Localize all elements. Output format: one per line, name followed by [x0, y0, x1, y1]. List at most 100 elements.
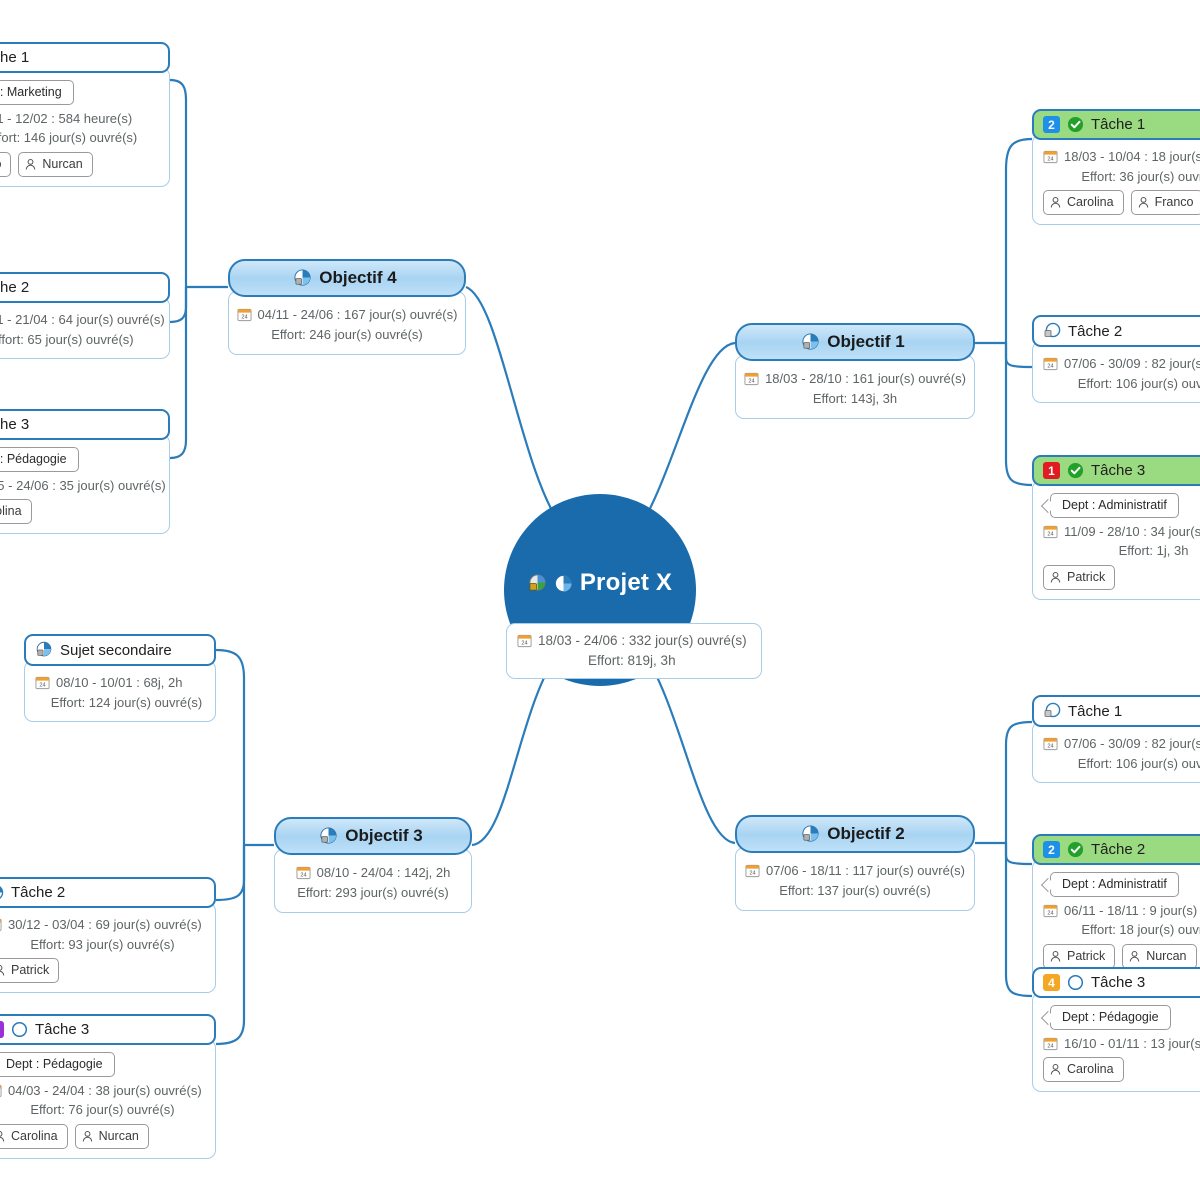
node-o3-tache-2[interactable]: Tâche 2 24 30/12 - 03/04 : 69 jour(s) ou… [0, 877, 216, 993]
assignee-chip[interactable]: Nurcan [18, 151, 93, 177]
o3-tache-2-header[interactable]: Tâche 2 [0, 877, 216, 908]
assignee-chip[interactable]: Patrick [0, 958, 60, 983]
objectif-4-header[interactable]: Objectif 4 [228, 259, 466, 297]
assignee-chip[interactable]: Patrick [1043, 564, 1116, 590]
assignee-chip[interactable]: Patrick [1043, 943, 1116, 969]
calendar-icon: 24 [1043, 903, 1058, 918]
priority-badge: 2 [1043, 116, 1060, 133]
objectif-2-label: Objectif 2 [827, 824, 905, 843]
check-done-icon [1067, 116, 1084, 133]
o4-tache-1-assignees: Gino Nurcan [0, 151, 158, 177]
o2-tache-3-dept: Dept : Pédagogie [1050, 1005, 1171, 1030]
objectif-3-body: 24 08/10 - 24/04 : 142j, 2h Effort: 293 … [274, 849, 472, 913]
o4-tache-3-date-row: 24 15/05 - 24/06 : 35 jour(s) ouvré(s) [0, 476, 166, 496]
node-o4-tache-2[interactable]: Tâche 2 24 04/11 - 21/04 : 64 jour(s) ou… [0, 272, 170, 359]
o2-tache-2-header[interactable]: 2 Tâche 2 [1032, 834, 1200, 865]
objectif-1-effort: Effort: 143j, 3h [812, 390, 898, 406]
assignee-chip[interactable]: Carolina [1043, 190, 1124, 215]
assignee-chip[interactable]: Nurcan [1122, 943, 1197, 969]
node-o2-tache-2[interactable]: 2 Tâche 2 Dept : Administratif 24 06/11 … [1032, 834, 1200, 979]
assignee-chip[interactable]: Carolina [1043, 1057, 1124, 1082]
o4-tache-3-dates: 15/05 - 24/06 : 35 jour(s) ouvré(s) [0, 477, 166, 493]
pie-lock-icon [319, 826, 338, 846]
node-o3-sujet-secondaire[interactable]: Sujet secondaire 24 08/10 - 10/01 : 68j,… [24, 634, 216, 722]
assignee-chip[interactable]: Nurcan [74, 1123, 149, 1149]
circle-open-icon [11, 1021, 28, 1038]
o2-tache-1-body: 24 07/06 - 30/09 : 82 jour(s) Effort: 10… [1032, 721, 1200, 783]
o4-tache-1-dates: 04/11 - 12/02 : 584 heure(s) [0, 110, 133, 126]
objectif-4-effort: Effort: 246 jour(s) ouvré(s) [271, 326, 423, 342]
pie-lock-icon [293, 268, 312, 288]
node-o1-tache-1[interactable]: 2 Tâche 1 24 18/03 - 10/04 : 18 jour(s) … [1032, 109, 1200, 225]
assignee-name: Nurcan [98, 1128, 139, 1143]
node-o4-tache-3[interactable]: Tâche 3 Dept : Pédagogie 24 15/05 - 24/0… [0, 409, 170, 534]
svg-text:24: 24 [748, 379, 754, 385]
o1-tache-1-label: Tâche 1 [1091, 116, 1146, 133]
node-o1-tache-3[interactable]: 1 Tâche 3 Dept : Administratif 24 11/09 … [1032, 455, 1200, 600]
priority-badge: 5 [0, 1021, 4, 1038]
o4-tache-3-dept: Dept : Pédagogie [0, 447, 79, 472]
objectif-1-header[interactable]: Objectif 1 [735, 323, 975, 361]
calendar-icon: 24 [35, 675, 50, 690]
o2-tache-2-dept: Dept : Administratif [1050, 872, 1179, 897]
node-objectif-3[interactable]: Objectif 3 24 08/10 - 24/04 : 142j, 2h E… [274, 817, 472, 913]
assignee-name: Patrick [1067, 569, 1106, 584]
node-objectif-2[interactable]: Objectif 2 24 07/06 - 18/11 : 117 jour(s… [735, 815, 975, 911]
central-dates: 18/03 - 24/06 : 332 jour(s) ouvré(s) [538, 633, 747, 648]
o4-tache-3-header[interactable]: Tâche 3 [0, 409, 170, 440]
calendar-icon: 24 [1043, 736, 1058, 751]
svg-text:24: 24 [1047, 364, 1053, 370]
objectif-2-body: 24 07/06 - 18/11 : 117 jour(s) ouvré(s) … [735, 847, 975, 911]
o1-tache-2-body: 24 07/06 - 30/09 : 82 jour(s) Effort: 10… [1032, 341, 1200, 403]
assignee-chip[interactable]: Franco [1130, 190, 1200, 215]
o3-tache-3-header[interactable]: 5 Tâche 3 [0, 1014, 216, 1045]
node-o1-tache-2[interactable]: Tâche 2 24 07/06 - 30/09 : 82 jour(s) Ef… [1032, 315, 1200, 403]
assignee-chip[interactable]: Gino [0, 151, 12, 177]
o1-tache-1-header[interactable]: 2 Tâche 1 [1032, 109, 1200, 140]
central-detail-card: 24 18/03 - 24/06 : 332 jour(s) ouvré(s) … [506, 623, 762, 680]
assignee-name: Patrick [1067, 948, 1106, 963]
o1-tache-3-assignees: Patrick [1043, 564, 1200, 590]
o2-tache-3-header[interactable]: 4 Tâche 3 [1032, 967, 1200, 998]
check-done-icon [1067, 462, 1084, 479]
o1-tache-2-dates: 07/06 - 30/09 : 82 jour(s) [1064, 356, 1200, 371]
o3-sujet-header[interactable]: Sujet secondaire [24, 634, 216, 666]
node-objectif-1[interactable]: Objectif 1 24 18/03 - 28/10 : 161 jour(s… [735, 323, 975, 419]
o4-tache-2-dates: 04/11 - 21/04 : 64 jour(s) ouvré(s) [0, 312, 165, 327]
node-o2-tache-1[interactable]: Tâche 1 24 07/06 - 30/09 : 82 jour(s) Ef… [1032, 695, 1200, 783]
assignee-chip[interactable]: Carolina [0, 1123, 68, 1149]
node-o2-tache-3[interactable]: 4 Tâche 3 Dept : Pédagogie 24 16/10 - 01… [1032, 967, 1200, 1092]
svg-text:24: 24 [241, 315, 247, 321]
o2-tache-2-date-row: 24 06/11 - 18/11 : 9 jour(s) [1043, 901, 1200, 921]
pie-lock-icon [35, 641, 53, 659]
pie-lock-icon [528, 573, 547, 593]
o3-tache-2-assignees: Patrick [0, 958, 204, 983]
o4-tache-1-header[interactable]: Tâche 1 [0, 42, 170, 73]
objectif-2-dates: 07/06 - 18/11 : 117 jour(s) ouvré(s) [766, 863, 965, 878]
o4-tache-2-header[interactable]: Tâche 2 [0, 272, 170, 303]
o2-tache-1-effort: Effort: 106 jour(s) ouvré(s) [1077, 755, 1200, 771]
o1-tache-3-header[interactable]: 1 Tâche 3 [1032, 455, 1200, 486]
node-o3-tache-3[interactable]: 5 Tâche 3 Dept : Pédagogie 24 04/03 - 24… [0, 1014, 216, 1159]
objectif-2-header[interactable]: Objectif 2 [735, 815, 975, 853]
objectif-3-header[interactable]: Objectif 3 [274, 817, 472, 855]
o2-tache-1-header[interactable]: Tâche 1 [1032, 695, 1200, 727]
o3-tache-2-dates: 30/12 - 03/04 : 69 jour(s) ouvré(s) [8, 917, 202, 932]
calendar-icon: 24 [237, 307, 252, 322]
o4-tache-1-body: Dept : Marketing 24 04/11 - 12/02 : 584 … [0, 67, 170, 187]
o1-tache-1-date-row: 24 18/03 - 10/04 : 18 jour(s) [1043, 147, 1200, 167]
svg-text:24: 24 [1047, 157, 1053, 163]
assignee-name: Carolina [11, 1128, 58, 1143]
node-o4-tache-1[interactable]: Tâche 1 Dept : Marketing 24 04/11 - 12/0… [0, 42, 170, 187]
o2-tache-3-body: Dept : Pédagogie 24 16/10 - 01/11 : 13 j… [1032, 992, 1200, 1092]
o1-tache-2-effort: Effort: 106 jour(s) ouvré(s) [1077, 375, 1200, 391]
o1-tache-2-header[interactable]: Tâche 2 [1032, 315, 1200, 347]
o1-tache-1-body: 24 18/03 - 10/04 : 18 jour(s) Effort: 36… [1032, 134, 1200, 225]
o3-tache-3-effort: Effort: 76 jour(s) ouvré(s) [30, 1102, 175, 1118]
central-title: Projet X [579, 569, 673, 596]
assignee-chip[interactable]: Carolina [0, 499, 32, 524]
objectif-4-label: Objectif 4 [319, 268, 397, 287]
o4-tache-3-label: Tâche 3 [0, 416, 30, 433]
o1-tache-2-date-row: 24 07/06 - 30/09 : 82 jour(s) [1043, 354, 1200, 374]
node-objectif-4[interactable]: Objectif 4 24 04/11 - 24/06 : 167 jour(s… [228, 259, 466, 355]
